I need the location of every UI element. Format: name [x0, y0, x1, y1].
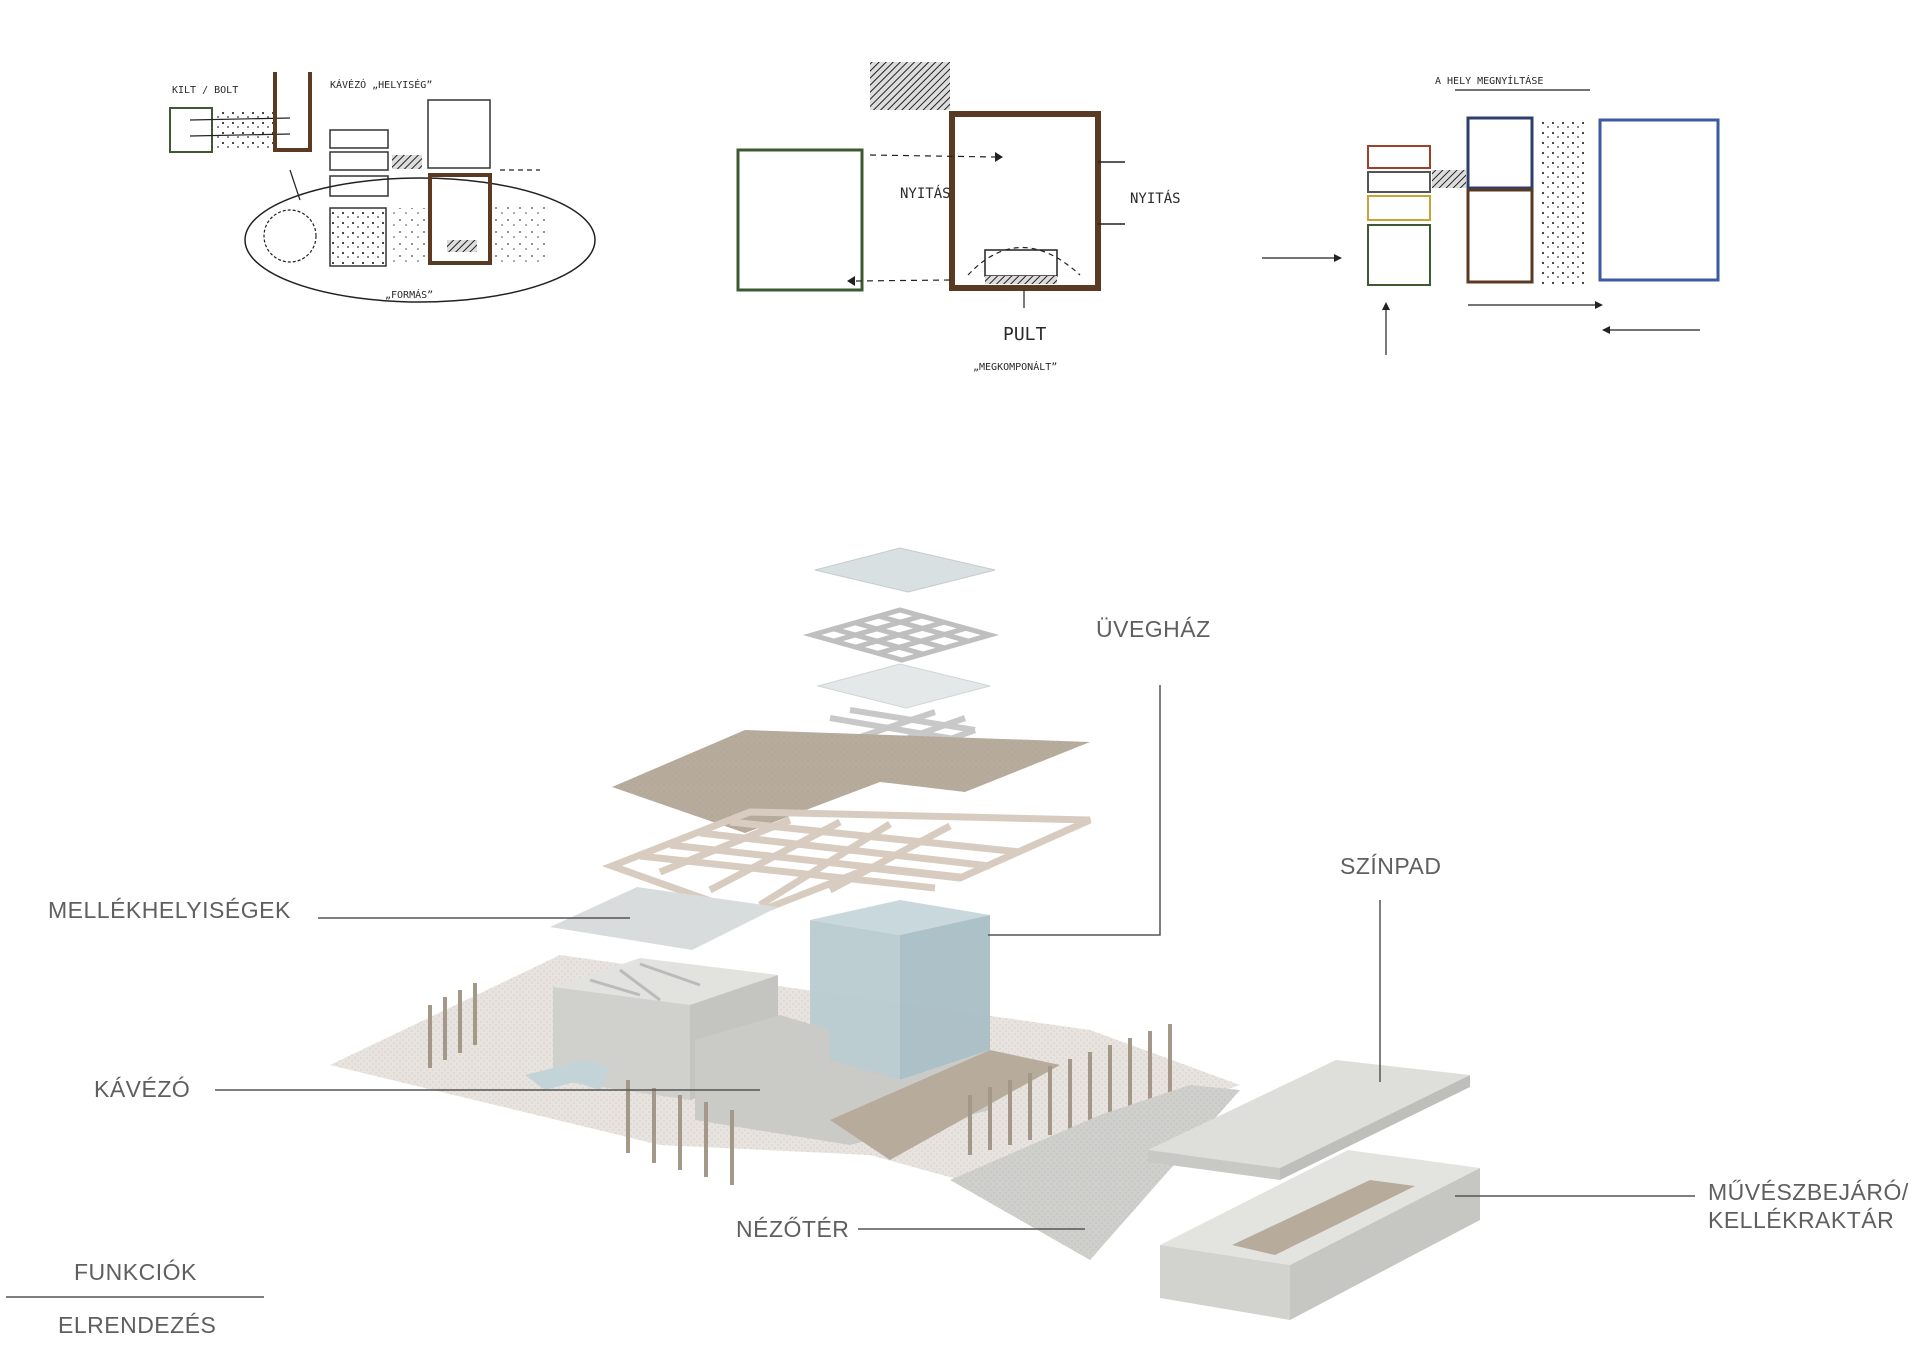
counter-base	[985, 276, 1057, 284]
flow-in	[869, 154, 996, 158]
cafe-room	[428, 173, 492, 265]
hatched-roof	[870, 62, 950, 110]
storage-opening	[1232, 1180, 1415, 1255]
open-label-left: NYITÁS	[900, 185, 951, 202]
flow-left-head	[1602, 326, 1610, 334]
hatched-block	[392, 155, 422, 169]
greenhouse-side	[900, 915, 990, 1080]
terrace-a	[329, 207, 387, 267]
service-roof	[550, 887, 778, 950]
cafe-box-right	[1466, 188, 1534, 284]
label-mellek: MELLÉKHELYISÉGEK	[48, 897, 291, 923]
legend-top: FUNKCIÓK	[74, 1259, 197, 1285]
label-nezoter: NÉZŐTÉR	[736, 1216, 849, 1242]
sketch-left: KILT / BOLT KÁVÉZÓ „HELYISÉG” „FORMÁS”	[169, 72, 596, 303]
flow-out	[854, 279, 951, 282]
flow-right-head	[1595, 301, 1603, 309]
room-red	[1367, 145, 1431, 169]
service-walls	[589, 962, 701, 1002]
arrowhead-in	[995, 152, 1003, 162]
sketch-left-bottom-label: „FORMÁS”	[385, 288, 433, 301]
sketch-left-label-b: KÁVÉZÓ „HELYISÉG”	[330, 78, 432, 91]
columns-left	[428, 983, 734, 1185]
sketch-right-label: A HELY MEGNYÍLTÁSE	[1435, 74, 1543, 87]
label-muvesz-2: KELLÉKRAKTÁR	[1708, 1207, 1894, 1233]
room-a	[329, 129, 389, 149]
greenhouse-box	[1466, 116, 1534, 190]
legend: FUNKCIÓK ELRENDEZÉS	[6, 1259, 264, 1338]
room-grey	[1367, 171, 1431, 193]
sequence-arrowhead	[1334, 254, 1342, 262]
counter-label: PULT	[1003, 324, 1047, 345]
label-uveghaz: ÜVEGHÁZ	[1096, 616, 1211, 642]
stage-front	[1148, 1150, 1280, 1180]
sketch-middle: NYITÁS NYITÁS PULT „MEGKOMPONÁLT”	[736, 62, 1181, 373]
labels: ÜVEGHÁZ MELLÉKHELYISÉGEK SZÍNPAD KÁVÉZÓ …	[48, 616, 1909, 1242]
legend-bottom: ELRENDEZÉS	[58, 1312, 216, 1338]
storage-front	[1160, 1245, 1290, 1320]
room-yellow	[1367, 195, 1431, 221]
hatched-link	[1432, 170, 1466, 188]
greenhouse-top	[810, 900, 990, 935]
tree	[263, 209, 317, 263]
cafe-box	[949, 111, 1101, 291]
counter-sub: „MEGKOMPONÁLT”	[973, 360, 1057, 373]
columns-right	[968, 1024, 1172, 1155]
tree-arrow	[289, 169, 301, 201]
glass-floor	[525, 1060, 610, 1090]
room-d	[427, 99, 491, 169]
entry-arrowhead	[1382, 302, 1390, 310]
bar-outline	[273, 72, 312, 152]
axonometric-diagram	[330, 547, 1480, 1320]
stage-top	[1148, 1060, 1470, 1168]
stage-box	[1598, 118, 1720, 282]
stage-side	[1280, 1075, 1470, 1180]
label-kavezo: KÁVÉZÓ	[94, 1076, 190, 1102]
room-green	[1367, 224, 1431, 286]
service-top	[553, 958, 778, 1005]
leader-uveghaz	[988, 685, 1161, 936]
cafe-counter	[447, 240, 477, 252]
counter-arc	[967, 246, 1081, 276]
room-b	[329, 151, 389, 171]
sketch-right: A HELY MEGNYÍLTÁSE	[1367, 74, 1720, 355]
storage-side	[1290, 1168, 1480, 1320]
terrace-b	[390, 208, 430, 266]
counter	[984, 249, 1058, 277]
sketch-left-label-a: KILT / BOLT	[172, 85, 238, 96]
label-muvesz-1: MŰVÉSZBEJÁRÓ/	[1708, 1179, 1909, 1205]
greenhouse-roof-glass	[814, 547, 996, 593]
terrace-c	[492, 205, 547, 265]
arrowhead-out	[847, 276, 855, 286]
dotted-strip	[1540, 118, 1586, 284]
greenhouse-front	[810, 920, 900, 1080]
cafe-floor	[830, 1050, 1060, 1160]
label-szinpad: SZÍNPAD	[1340, 853, 1441, 879]
plaza-oval	[244, 177, 596, 303]
outdoor-box	[736, 148, 864, 292]
shop-box	[169, 107, 213, 153]
shop-dotted-zone	[214, 112, 274, 150]
greenhouse-roof-grid	[802, 607, 1000, 663]
greenhouse-glass-2	[816, 663, 991, 709]
open-label-right: NYITÁS	[1130, 190, 1181, 207]
